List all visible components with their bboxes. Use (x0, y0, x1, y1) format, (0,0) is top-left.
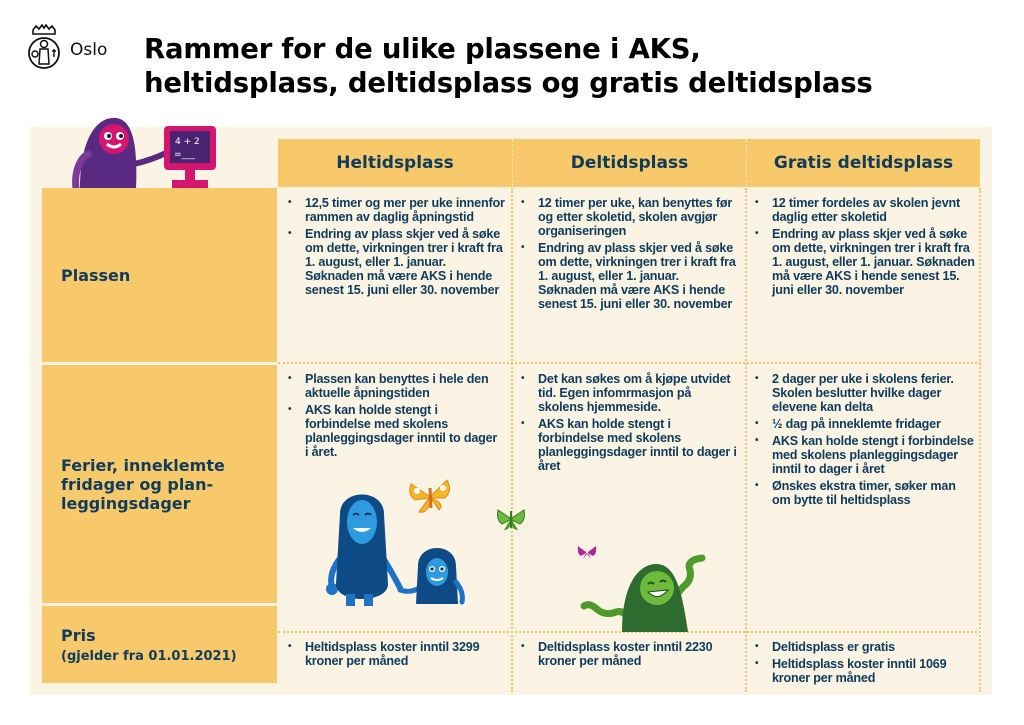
cell-pris-deltidsplass: Deltidsplass koster inntil 2230 kroner p… (518, 640, 736, 671)
list-item: 2 dager per uke i skolens ferier. Skolen… (752, 372, 976, 414)
cell-ferier-gratis: 2 dager per uke i skolens ferier. Skolen… (752, 372, 976, 510)
row-label-plassen: Plassen (42, 188, 277, 362)
list-item: Heltidsplass koster inntil 3299 kroner p… (285, 640, 503, 668)
list-item: Heltidsplass koster inntil 1069 kroner p… (752, 657, 972, 685)
column-header-deltidsplass: Deltidsplass (512, 139, 746, 187)
cell-pris-gratis: Deltidsplass er gratis Heltidsplass kost… (752, 640, 972, 688)
column-divider (511, 188, 513, 692)
blackboard-equation: 4 + 2 (175, 137, 200, 147)
row-label-pris: Pris (gjelder fra 01.01.2021) (42, 606, 277, 683)
list-item: 12 timer fordeles av skolen jevnt daglig… (752, 196, 976, 224)
row-label-pris-sublabel: (gjelder fra 01.01.2021) (61, 648, 237, 664)
row-label-plassen-text: Plassen (61, 265, 131, 285)
oslo-coat-of-arms-icon (28, 24, 60, 69)
list-item: ½ dag på inneklemte fridager (752, 417, 976, 431)
list-item: AKS kan holde stengt i forbindelse med s… (752, 434, 976, 476)
list-item: Det kan søkes om å kjøpe utvidet tid. Eg… (518, 372, 738, 414)
page-title: Rammer for de ulike plassene i AKS, helt… (144, 32, 873, 100)
column-header-gratis-deltidsplass: Gratis deltidsplass (746, 139, 980, 187)
list-item: Deltidsplass koster inntil 2230 kroner p… (518, 640, 736, 668)
blue-characters-illustration (326, 494, 465, 606)
list-item: Endring av plass skjer ved å søke om det… (752, 227, 976, 297)
row-label-ferier-line-3: leggingsdager (61, 493, 191, 513)
column-header-heltidsplass: Heltidsplass (278, 139, 512, 187)
row-label-ferier: Ferier, inneklemte fridager og plan- leg… (42, 365, 277, 603)
list-item: Endring av plass skjer ved å søke om det… (518, 241, 740, 311)
list-item: AKS kan holde stengt i forbindelse med s… (518, 417, 738, 473)
teacher-character-illustration: 4 + 2 =___ (72, 117, 216, 188)
oslo-logo: Oslo (27, 22, 127, 74)
logo-text: Oslo (70, 40, 108, 60)
list-item: Endring av plass skjer ved å søke om det… (285, 227, 507, 297)
cell-pris-heltidsplass: Heltidsplass koster inntil 3299 kroner p… (285, 640, 503, 671)
column-divider (745, 188, 747, 692)
title-line-2: heltidsplass, deltidsplass og gratis del… (144, 67, 873, 99)
pink-butterfly-illustration (577, 546, 597, 559)
list-item: 12 timer per uke, kan benyttes før og et… (518, 196, 740, 238)
cell-plassen-heltidsplass: 12,5 timer og mer per uke innenfor ramme… (285, 196, 507, 300)
cell-plassen-deltidsplass: 12 timer per uke, kan benyttes før og et… (518, 196, 740, 314)
list-item: Deltidsplass er gratis (752, 640, 972, 654)
green-character-illustration (580, 554, 706, 632)
title-line-1: Rammer for de ulike plassene i AKS, (144, 33, 701, 65)
row-divider (278, 631, 981, 633)
orange-butterfly-illustration (409, 479, 451, 513)
list-item: AKS kan holde stengt i forbindelse med s… (285, 403, 503, 459)
cell-plassen-gratis: 12 timer fordeles av skolen jevnt daglig… (752, 196, 976, 300)
list-item: 12,5 timer og mer per uke innenfor ramme… (285, 196, 507, 224)
row-label-ferier-line-1: Ferier, inneklemte (61, 455, 225, 475)
list-item: Ønskes ekstra timer, søker man om bytte … (752, 479, 976, 507)
cell-ferier-deltidsplass: Det kan søkes om å kjøpe utvidet tid. Eg… (518, 372, 738, 476)
row-label-ferier-line-2: fridager og plan- (61, 474, 214, 494)
row-divider (278, 362, 981, 364)
blackboard-answer: =___ (174, 150, 196, 160)
column-divider (979, 188, 981, 692)
cell-ferier-heltidsplass: Plassen kan benyttes i hele den aktuelle… (285, 372, 503, 462)
green-butterfly-illustration (497, 509, 525, 530)
row-label-pris-text: Pris (61, 625, 96, 645)
list-item: Plassen kan benyttes i hele den aktuelle… (285, 372, 503, 400)
